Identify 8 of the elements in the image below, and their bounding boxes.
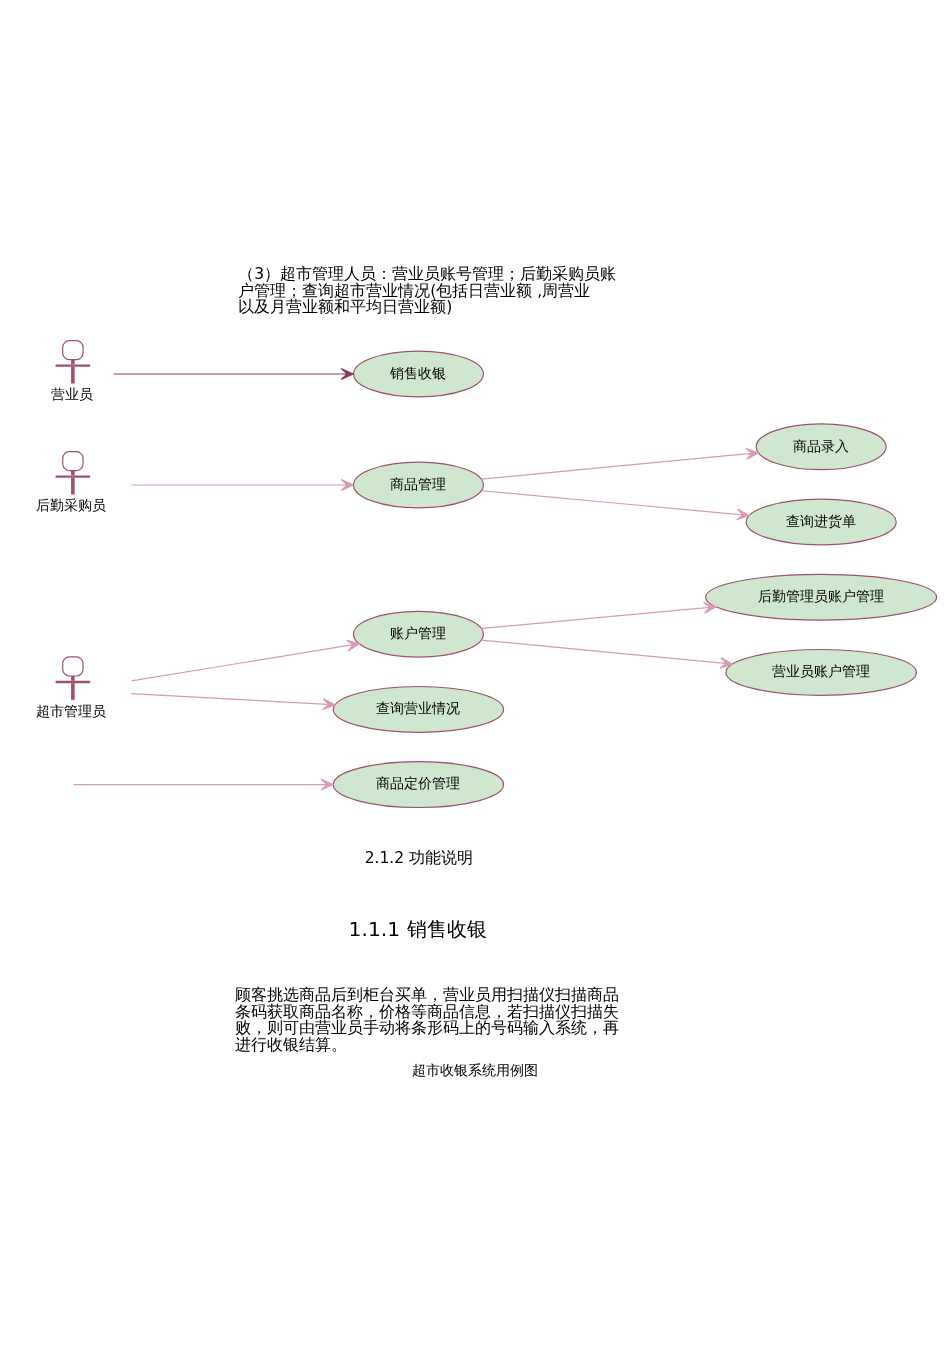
node-label: 营业员 — [50, 385, 93, 402]
label: （3）超市管理人员：营业员账号管理；后勤采购员账户管理；查询超市营业情况(包括日营业额 ,周营业以及月营业额和平均日营业额) — [238, 264, 617, 316]
node-label: 后勤采购员 — [36, 496, 107, 513]
node-label: 超市管理员 — [36, 702, 107, 718]
label: 1.1.1 销售收银 — [348, 916, 487, 941]
label: 顾客挑选商品后到柜台买单，营业员用扫描仪扫描商品条码获取商品名称，价格等商品信息，若扫描仪扫描失败，则可由营业员手动将条形码上的号码输入系统，再进行收银结算。 — [235, 985, 620, 1054]
label: 2.1.2 功能说明 — [364, 848, 474, 867]
caption: 超市收银系统用例图 — [411, 1061, 538, 1078]
